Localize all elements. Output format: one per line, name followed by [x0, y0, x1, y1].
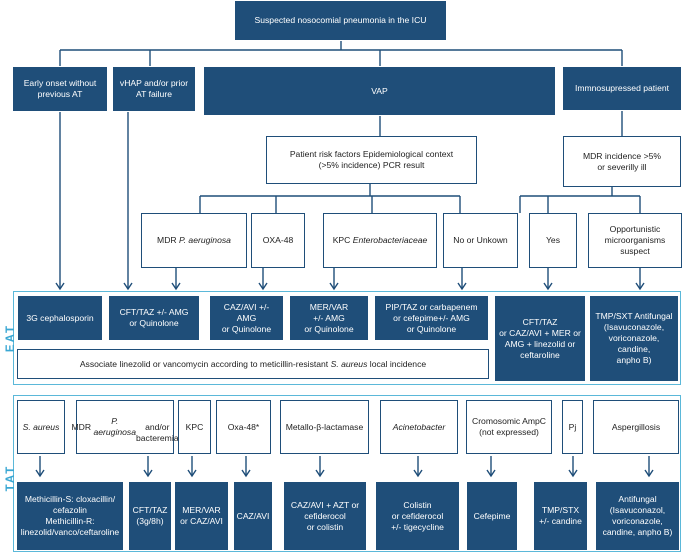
- eat-tmp-sxt: TMP/SXT Antifungal (Isavuconazole, voric…: [589, 295, 679, 382]
- eat-associate-linezolid: Associate linezolid or vancomycin accord…: [17, 349, 489, 379]
- opportunistic-node: Opportunistic microorganisms suspect: [588, 213, 682, 268]
- no-unknown-node: No or Unkown: [443, 213, 518, 268]
- tat-oxa48: Oxa-48*: [216, 400, 271, 454]
- tat-result-ampc: Cefepime: [466, 481, 518, 551]
- tat-result-aspergillosis: Antifungal (Isavuconazol, voriconazole, …: [595, 481, 680, 551]
- early-onset-node: Early onset without previous AT: [12, 66, 108, 112]
- tat-result-acinetobacter: Colistin or cefiderocol +/- tigecycline: [375, 481, 460, 551]
- tat-s-aureus: S. aureus: [17, 400, 65, 454]
- yes-node: Yes: [529, 213, 577, 268]
- mdr-pa-node: MDR P. aeruginosa: [141, 213, 247, 268]
- oxa48-node: OXA-48: [251, 213, 305, 268]
- tat-result-pj: TMP/STX +/- candine: [533, 481, 588, 551]
- mdr-incidence-node: MDR incidence >5% or severilly ill: [563, 136, 681, 187]
- vhap-node: vHAP and/or prior AT failure: [112, 66, 196, 112]
- root-node: Suspected nosocomial pneumonia in the IC…: [234, 0, 447, 41]
- tat-kpc: KPC: [178, 400, 211, 454]
- tat-aspergillosis: Aspergillosis: [593, 400, 679, 454]
- tat-pj: Pj: [562, 400, 583, 454]
- tat-metallo: Metallo-β-lactamase: [280, 400, 369, 454]
- tat-result-kpc: MER/VAR or CAZ/AVI: [174, 481, 229, 551]
- tat-ampc: Cromosomic AmpC (not expressed): [466, 400, 552, 454]
- tat-result-s-aureus: Methicillin-S: cloxacillin/ cefazolin Me…: [16, 481, 124, 551]
- eat-pip-taz: PIP/TAZ or carbapenem or cefepime+/- AMG…: [374, 295, 489, 341]
- eat-cft-taz-combo: CFT/TAZ or CAZ/AVI + MER or AMG + linezo…: [494, 295, 586, 382]
- tat-section: [13, 395, 681, 552]
- eat-label: EAT: [5, 323, 17, 353]
- kpc-node: KPC Enterobacteriaceae: [323, 213, 437, 268]
- eat-caz-avi: CAZ/AVI +/- AMG or Quinolone: [209, 295, 284, 341]
- vap-node: VAP: [203, 66, 556, 116]
- eat-3g-cephalosporin: 3G cephalosporin: [17, 295, 103, 341]
- eat-mer-var: MER/VAR +/- AMG or Quinolone: [289, 295, 369, 341]
- risk-factors-node: Patient risk factors Epidemiological con…: [266, 136, 477, 184]
- eat-section: [13, 291, 681, 385]
- tat-result-mdr-pa: CFT/TAZ (3g/8h): [128, 481, 172, 551]
- eat-cft-taz: CFT/TAZ +/- AMG or Quinolone: [108, 295, 200, 341]
- tat-result-oxa48: CAZ/AVI: [233, 481, 273, 551]
- tat-acinetobacter: Acinetobacter: [380, 400, 458, 454]
- immunosuppressed-node: Immnosupressed patient: [562, 66, 682, 111]
- tat-result-metallo: CAZ/AVI + AZT or cefiderocol or colistin: [283, 481, 367, 551]
